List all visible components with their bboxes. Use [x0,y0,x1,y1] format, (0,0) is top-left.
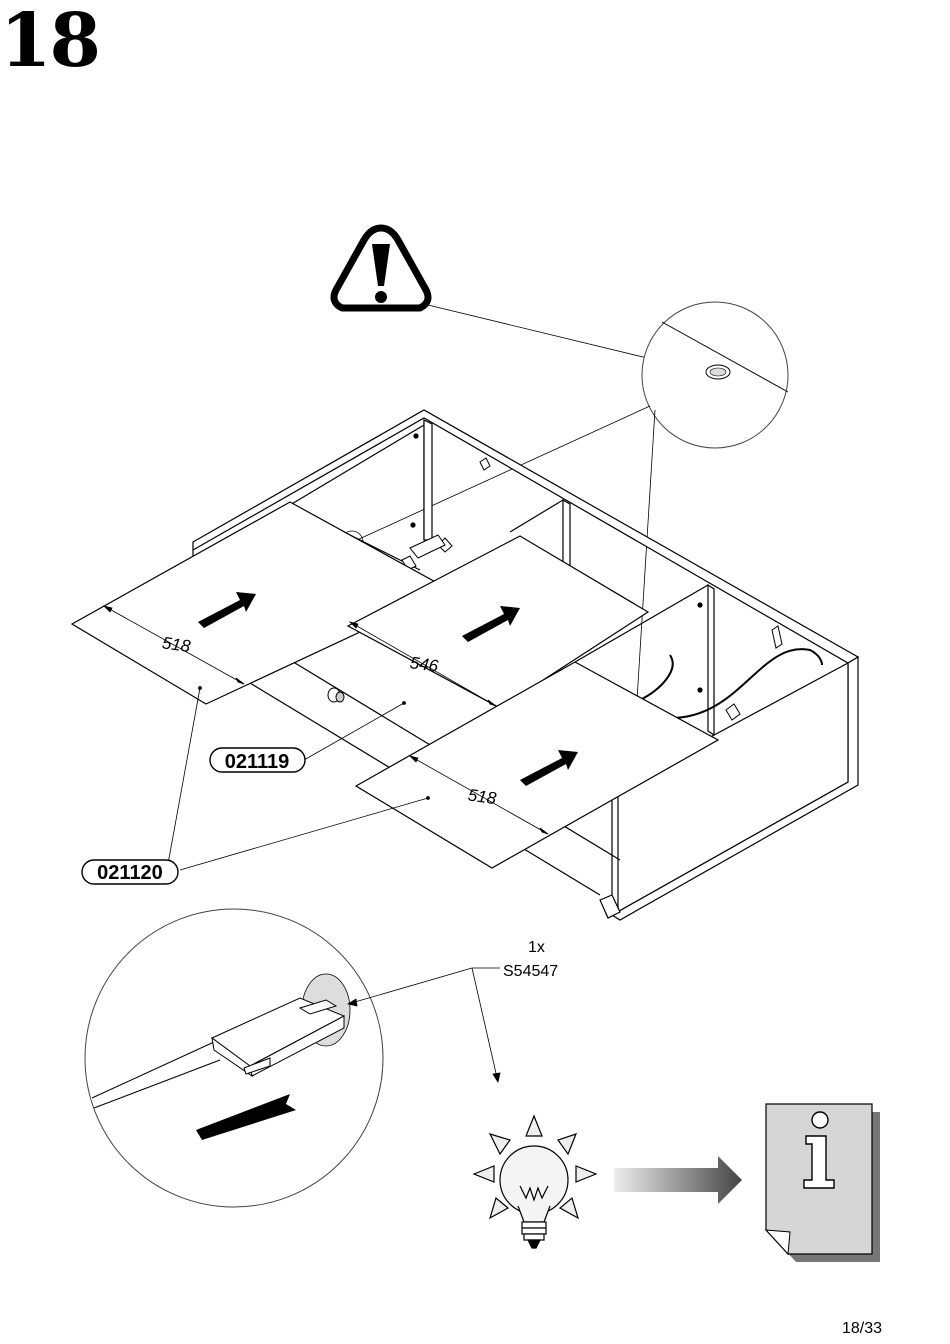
lightbulb-icon [474,1116,596,1248]
hole-detail-circle [642,302,788,448]
page-number: 18/33 [842,1320,882,1338]
dimension-middle: 546 [409,653,440,676]
part-label-021119-text: 021119 [225,751,290,773]
connector-detail-circle [85,909,383,1207]
part-label-021120: 021120 [82,860,178,884]
part-label-021119: 021119 [210,748,305,773]
connector-knob [328,688,344,702]
dimension-left: 518 [161,633,192,656]
arrow-right-icon [614,1156,742,1204]
hardware-code: S54547 [503,963,558,980]
dimension-right: 518 [467,785,498,808]
warning-icon [334,228,428,308]
part-label-021120-text: 021120 [97,862,163,884]
hardware-quantity: 1x [528,939,545,956]
info-document-icon [766,1104,880,1262]
